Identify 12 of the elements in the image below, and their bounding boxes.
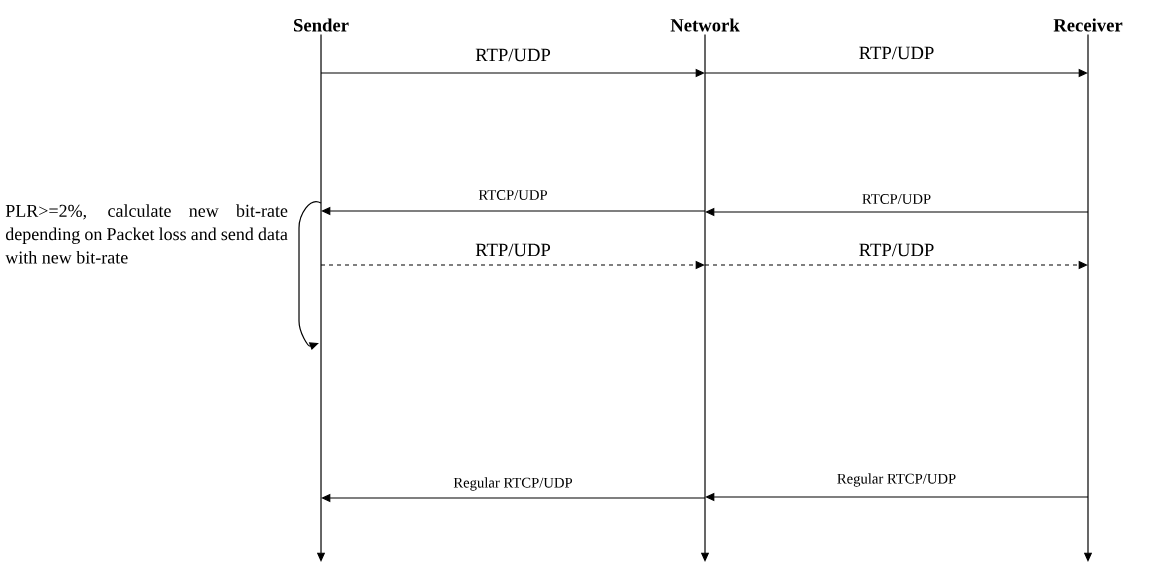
edge-label: Regular RTCP/UDP xyxy=(453,477,573,491)
edge-label: Regular RTCP/UDP xyxy=(837,473,956,487)
edge-label: RTP/UDP xyxy=(859,243,934,257)
note-text: PLR>=2%, calculate new bit-rate depending on Packet loss and send data with new bit-rate xyxy=(5,204,288,264)
edge-label: RTP/UDP xyxy=(475,243,551,257)
participant-label: Sender xyxy=(294,18,349,32)
edge-label: RTP/UDP xyxy=(859,46,934,60)
participant-label: Receiver xyxy=(1053,18,1123,32)
participant-label: Network xyxy=(670,18,740,32)
edge-label: RTP/UDP xyxy=(475,48,551,62)
edge-label: RTCP/UDP xyxy=(478,190,547,200)
edge-label: RTCP/UDP xyxy=(862,194,931,204)
